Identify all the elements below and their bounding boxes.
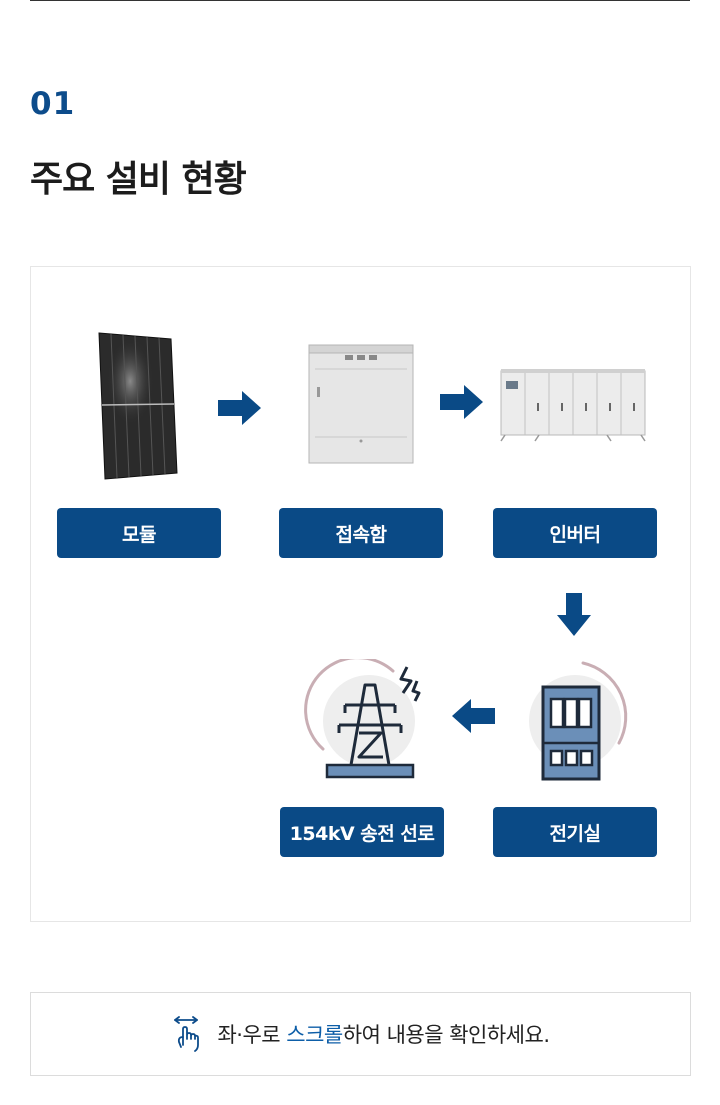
junction-box-icon: [308, 344, 414, 464]
arrow-down-icon: [557, 593, 591, 636]
node-label-electrical-room: 전기실: [493, 807, 657, 857]
section-title: 주요 설비 현황: [30, 159, 247, 200]
scroll-hint: 좌·우로 스크롤하여 내용을 확인하세요.: [30, 992, 691, 1076]
arrow-left-icon: [452, 699, 495, 733]
horizontal-scroll-hand-icon: [174, 1016, 200, 1052]
section-number: 01: [30, 86, 76, 122]
arrow-right-icon: [440, 385, 483, 419]
transmission-tower-icon: [304, 659, 421, 779]
solar-panel-icon: [98, 332, 178, 480]
equipment-flow-diagram: 모듈 접속함 인버터 전: [30, 266, 691, 922]
arrow-right-icon: [218, 391, 261, 425]
node-label-junction: 접속함: [279, 508, 443, 558]
node-label-module: 모듈: [57, 508, 221, 558]
node-label-inverter: 인버터: [493, 508, 657, 558]
node-label-transmission-line: 154kV 송전 선로: [280, 807, 444, 857]
top-divider: [30, 0, 690, 1]
electrical-room-icon: [529, 661, 628, 781]
inverter-icon: [500, 369, 646, 442]
scroll-hint-text: 좌·우로 스크롤하여 내용을 확인하세요.: [217, 1023, 550, 1047]
